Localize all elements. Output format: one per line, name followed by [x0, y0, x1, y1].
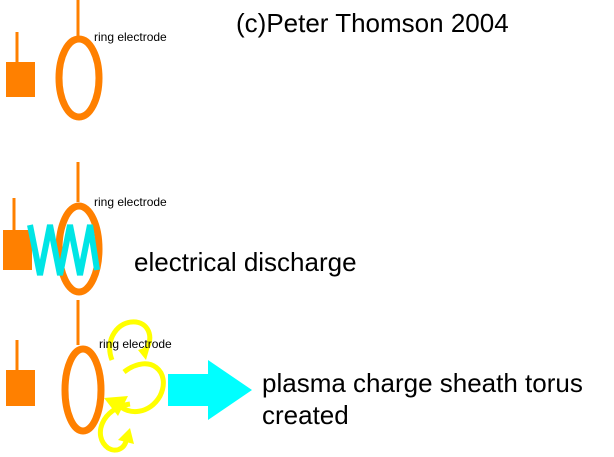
ring-electrode-label-1: ring electrode — [94, 30, 167, 44]
stage-2 — [3, 162, 103, 296]
discharge-zigzag — [27, 224, 100, 276]
left-electrode-block — [6, 370, 35, 406]
plasma-arrowhead-top — [138, 346, 150, 360]
plasma-swirl-middle — [116, 361, 166, 414]
ring-electrode-label-2: ring electrode — [94, 195, 167, 209]
electrical-discharge-label: electrical discharge — [134, 247, 357, 277]
stage-1 — [6, 0, 103, 121]
ring-electrode — [55, 202, 103, 296]
ring-electrode — [55, 35, 103, 121]
plasma-torus-label-line1: plasma charge sheath torus — [262, 368, 583, 398]
left-electrode-block — [3, 230, 32, 270]
ring-electrode-label-3: ring electrode — [99, 337, 172, 351]
output-arrow — [168, 360, 252, 420]
plasma-torus-label-line2: created — [262, 400, 349, 430]
stage-3 — [6, 300, 252, 453]
copyright-notice: (c)Peter Thomson 2004 — [236, 8, 509, 38]
left-electrode-block — [6, 62, 35, 97]
plasma-arrowhead-bottom — [118, 428, 134, 444]
ring-electrode — [61, 345, 105, 435]
plasma-swirl-bottom — [97, 401, 131, 453]
plasma-swirl-top — [107, 319, 153, 361]
